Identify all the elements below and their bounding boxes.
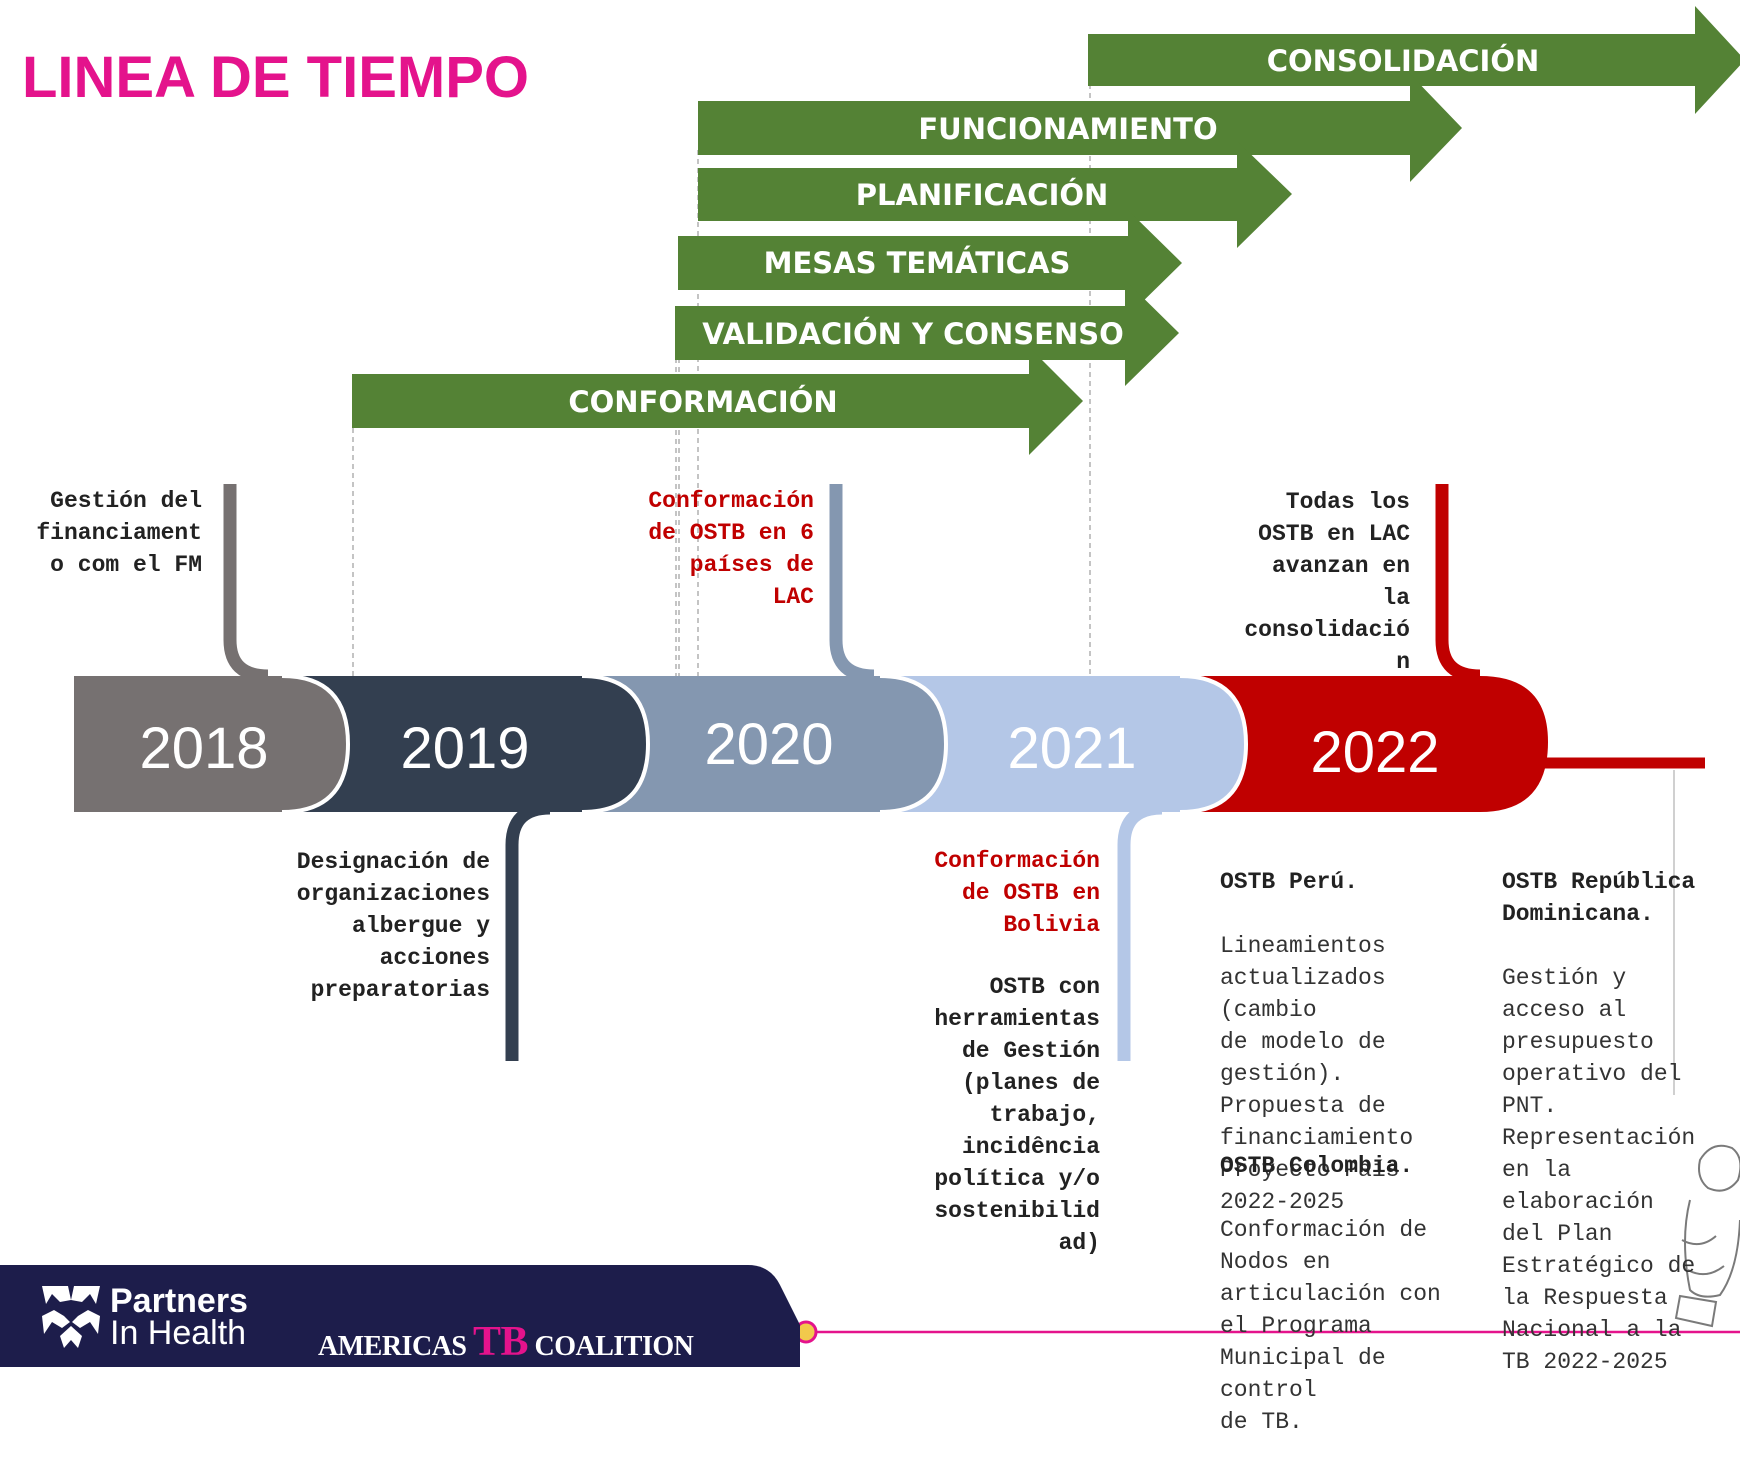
sketch-illustration [1674,1144,1740,1328]
year-labels: 2018 2019 2020 2021 2022 [139,712,1439,785]
year-label-2022: 2022 [1310,720,1439,785]
year-label-2021: 2021 [1007,716,1136,781]
year-segment-2019 [282,676,648,812]
coalition-pre: AMERICAS [318,1331,473,1362]
pih-mark-icon [42,1286,100,1348]
phase-arrow-planificacion [698,141,1292,248]
year-segment-2022 [1180,676,1548,812]
year-label-2020: 2020 [704,712,833,777]
annotation-2022-consolidacion: Todas los OSTB en LAC avanzan en la cons… [1244,489,1410,675]
year-label-2018: 2018 [139,716,268,781]
phase-labels: CONSOLIDACIÓN FUNCIONAMIENTO PLANIFICACI… [568,44,1539,419]
annotation-colombia-heading: OSTB Colombia. [1220,1153,1414,1179]
annotation-rd-body: Gestión y acceso al presupuesto operativ… [1502,965,1696,1375]
annotation-2019-designacion: Designación de organizaciones albergue y… [296,849,490,1003]
annotation-colombia-body: Conformación de Nodos en articulación co… [1220,1217,1441,1435]
logo-americas-tb-coalition: AMERICAS TB COALITION [318,1318,694,1366]
phase-label-conformacion: CONFORMACIÓN [568,385,837,419]
annotation-2021-herramientas: OSTB con herramientas de Gestión (planes… [934,974,1100,1256]
phase-arrows [352,6,1740,455]
logo-partners-in-health: Partners In Health [40,1282,248,1352]
page-title: LINEA DE TIEMPO [22,45,529,110]
phase-label-consolidacion: CONSOLIDACIÓN [1267,44,1540,78]
phase-label-planificacion: PLANIFICACIÓN [856,178,1109,212]
annotation-colombia: OSTB Colombia. Conformación de Nodos en … [1220,1118,1500,1470]
annotation-2018-gestion: Gestión del financiament o com el FM [36,488,202,578]
annotation-2020-conformacion: Conformación de OSTB en 6 países de LAC [648,488,814,610]
connector-2022 [1435,484,1481,683]
annotation-peru: OSTB Perú. Lineamientos actualizados (ca… [1220,834,1500,1250]
phase-arrow-mesas [678,210,1182,316]
year-segment-2018 [74,676,348,812]
phase-label-mesas: MESAS TEMÁTICAS [764,246,1071,280]
phase-label-funcionamiento: FUNCIONAMIENTO [918,112,1217,146]
connector-2018 [223,484,269,683]
phase-arrow-consolidacion [1088,6,1740,114]
pih-wordmark: Partners In Health [110,1282,248,1352]
annotation-peru-body: Lineamientos actualizados (cambio de mod… [1220,933,1414,1215]
phase-label-validacion: VALIDACIÓN Y CONSENSO [702,317,1124,351]
connector-2021 [1117,801,1163,1061]
phase-arrow-conformacion [352,347,1083,455]
phase-arrow-validacion [675,280,1179,386]
annotation-rd-heading: OSTB República Dominicana. [1502,869,1696,927]
year-band [74,674,1705,814]
year-segment-2020 [582,676,946,812]
connector-2019 [505,801,551,1061]
year-segment-2021 [880,676,1246,812]
timeline-graphic: CONSOLIDACIÓN FUNCIONAMIENTO PLANIFICACI… [74,6,1740,1344]
pih-line2: In Health [110,1314,247,1352]
annotation-peru-heading: OSTB Perú. [1220,869,1359,895]
year-label-2019: 2019 [400,716,529,781]
connector-2020 [829,484,875,683]
coalition-post: COALITION [528,1331,694,1362]
footer-band [0,1265,800,1367]
pih-line1: Partners [110,1282,248,1320]
phase-arrow-funcionamiento [698,74,1462,182]
annotation-republica-dominicana: OSTB República Dominicana. Gestión y acc… [1502,834,1738,1410]
annotation-2021-bolivia: Conformación de OSTB en Bolivia [934,848,1100,938]
coalition-tb: TB [472,1319,529,1365]
